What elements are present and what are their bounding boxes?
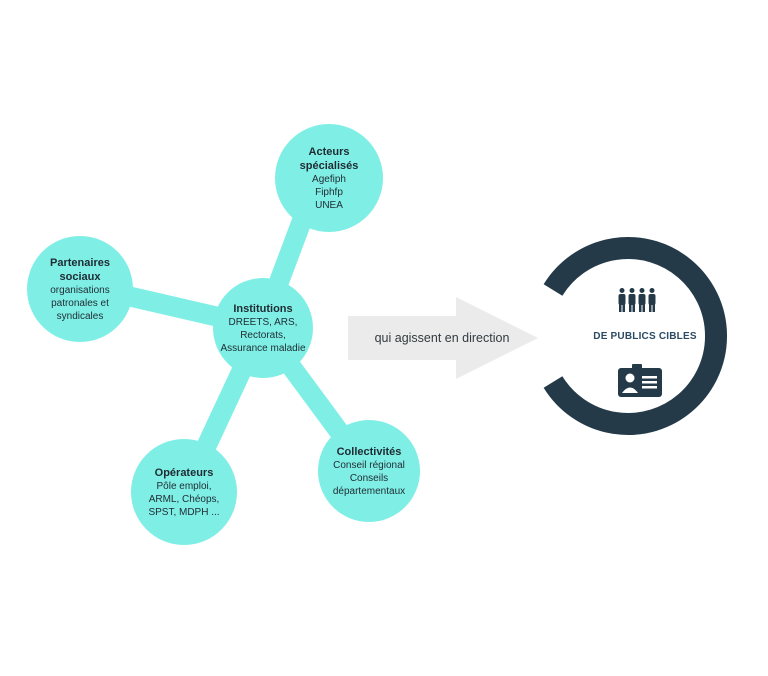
- node-acteurs: Acteurs spécialisés Agefiph Fiphfp UNEA: [275, 124, 383, 232]
- node-institutions-title: Institutions: [233, 302, 293, 315]
- arrow-label: qui agissent en direction: [374, 331, 510, 345]
- target-label: DE PUBLICS CIBLES: [593, 330, 697, 342]
- node-acteurs-line: Fiphfp: [315, 186, 343, 198]
- node-partenaires-title: Partenaires: [50, 256, 110, 269]
- node-collectivites-line: Conseil régional: [333, 459, 405, 471]
- node-partenaires-title: sociaux: [59, 270, 101, 283]
- node-institutions-line: DREETS, ARS,: [228, 316, 298, 328]
- node-acteurs-title: Acteurs: [308, 145, 350, 158]
- node-operateurs-line: ARML, Chéops,: [148, 493, 220, 505]
- node-acteurs-title: spécialisés: [299, 159, 359, 172]
- node-collectivites-line: Conseils: [349, 472, 389, 484]
- node-partenaires: Partenaires sociaux organisations patron…: [27, 236, 133, 342]
- node-collectivites: Collectivités Conseil régional Conseils …: [318, 420, 420, 522]
- node-partenaires-line: organisations: [50, 284, 110, 296]
- id-card-icon: [618, 364, 662, 397]
- node-collectivites-title: Collectivités: [336, 445, 402, 458]
- node-operateurs: Opérateurs Pôle emploi, ARML, Chéops, SP…: [131, 439, 237, 545]
- node-operateurs-line: Pôle emploi,: [156, 480, 212, 492]
- node-institutions-line: Rectorats,: [240, 329, 286, 341]
- node-operateurs-line: SPST, MDPH ...: [148, 506, 220, 518]
- node-acteurs-line: Agefiph: [312, 173, 346, 185]
- node-operateurs-title: Opérateurs: [154, 466, 214, 479]
- node-acteurs-line: UNEA: [315, 199, 343, 211]
- node-partenaires-line: patronales et: [51, 297, 109, 309]
- people-group-icon: [618, 288, 656, 312]
- direction-arrow: [348, 297, 538, 379]
- target-ring: [543, 237, 727, 435]
- node-collectivites-line: départementaux: [332, 485, 406, 497]
- node-institutions: Institutions DREETS, ARS, Rectorats, Ass…: [213, 278, 313, 378]
- node-institutions-line: Assurance maladie: [220, 342, 306, 354]
- node-partenaires-line: syndicales: [56, 310, 104, 322]
